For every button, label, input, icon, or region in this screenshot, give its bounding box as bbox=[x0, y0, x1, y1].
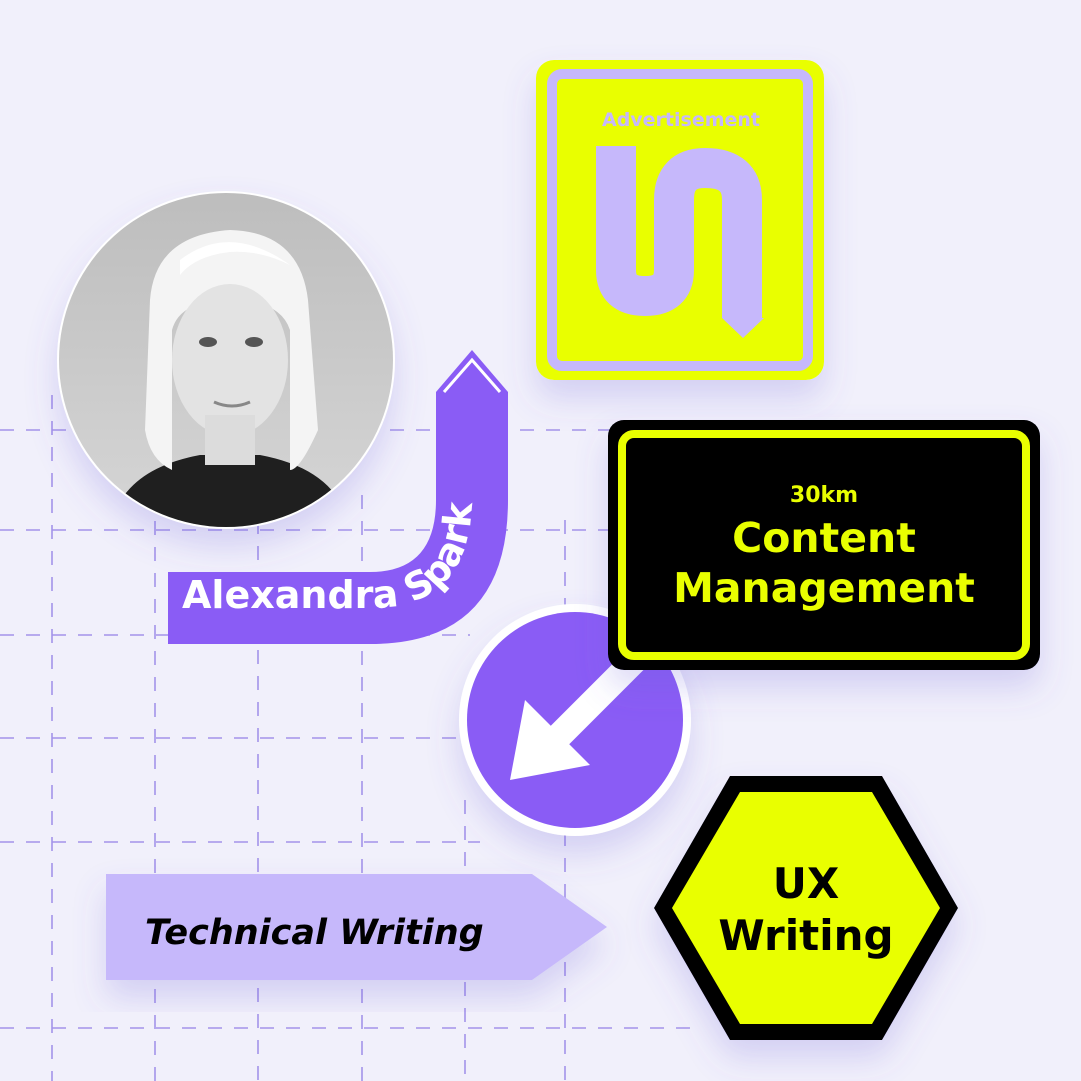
portrait-photo bbox=[59, 193, 393, 527]
distance-label: 30km bbox=[790, 483, 858, 508]
arrow-down-left-icon bbox=[510, 645, 650, 780]
ux-sign-line2: Writing bbox=[718, 911, 893, 960]
technical-writing-sign: Technical Writing bbox=[106, 874, 607, 980]
content-sign-line2: Management bbox=[673, 564, 975, 612]
content-management-sign: 30km Content Management bbox=[608, 420, 1040, 670]
technical-writing-label: Technical Writing bbox=[145, 913, 484, 953]
u-shaped-path-logo-icon bbox=[596, 146, 764, 338]
ux-writing-sign: UX Writing bbox=[654, 776, 958, 1040]
advertisement-label: Advertisement bbox=[602, 109, 760, 131]
ux-sign-line1: UX bbox=[773, 859, 840, 908]
avatar bbox=[57, 191, 395, 529]
advertisement-sign: Advertisement bbox=[536, 60, 824, 380]
content-sign-line1: Content bbox=[732, 514, 916, 562]
